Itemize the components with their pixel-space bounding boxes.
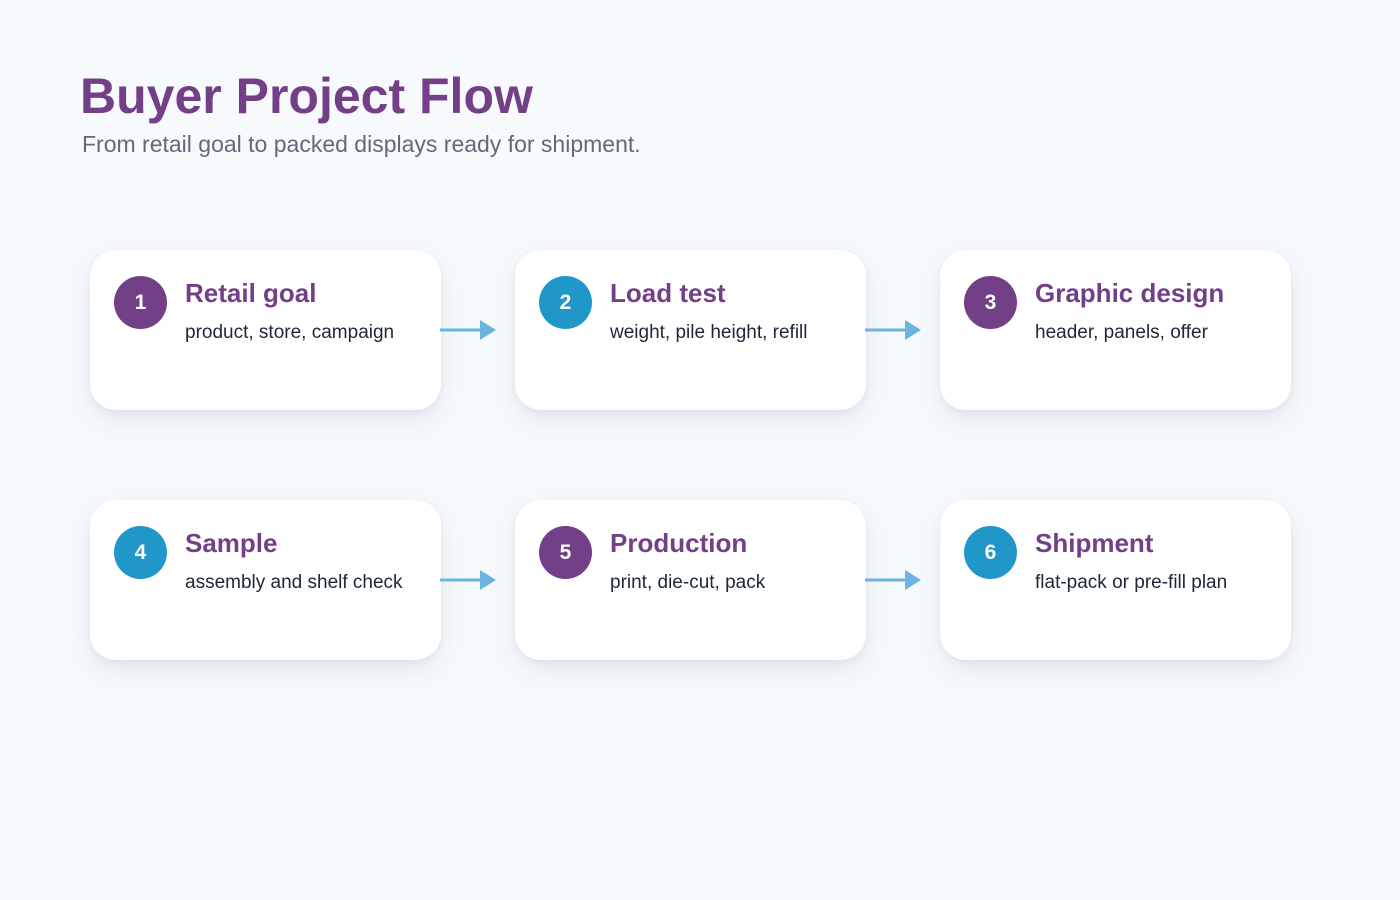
flow-arrow-right-icon (865, 570, 921, 590)
step-card-load-test: 2 Load test weight, pile height, refill (515, 250, 866, 410)
step-description: flat-pack or pre-fill plan (1035, 572, 1228, 593)
step-number-badge: 4 (114, 526, 167, 579)
step-title: Sample (185, 528, 278, 558)
step-number-badge: 1 (114, 276, 167, 329)
step-title: Production (610, 528, 748, 558)
step-card-production: 5 Production print, die-cut, pack (515, 500, 866, 660)
step-number-badge: 3 (964, 276, 1017, 329)
step-description: header, panels, offer (1035, 322, 1208, 343)
step-description: product, store, campaign (185, 322, 395, 343)
step-card-retail-goal: 1 Retail goal product, store, campaign (90, 250, 441, 410)
flow-arrow-right-icon (440, 570, 496, 590)
step-description: weight, pile height, refill (610, 322, 808, 343)
step-description: print, die-cut, pack (610, 572, 766, 593)
flow-arrow-right-icon (865, 320, 921, 340)
page-subtitle: From retail goal to packed displays read… (82, 131, 641, 157)
step-title: Shipment (1035, 528, 1154, 558)
step-number-badge: 5 (539, 526, 592, 579)
step-number-badge: 2 (539, 276, 592, 329)
step-card-graphic-design: 3 Graphic design header, panels, offer (940, 250, 1291, 410)
flow-arrow-right-icon (440, 320, 496, 340)
step-number-badge: 6 (964, 526, 1017, 579)
step-description: assembly and shelf check (185, 572, 403, 593)
step-card-shipment: 6 Shipment flat-pack or pre-fill plan (940, 500, 1291, 660)
step-title: Graphic design (1035, 278, 1225, 308)
step-card-sample: 4 Sample assembly and shelf check (90, 500, 441, 660)
page-title: Buyer Project Flow (80, 68, 533, 124)
step-title: Load test (610, 278, 726, 308)
step-title: Retail goal (185, 278, 317, 308)
